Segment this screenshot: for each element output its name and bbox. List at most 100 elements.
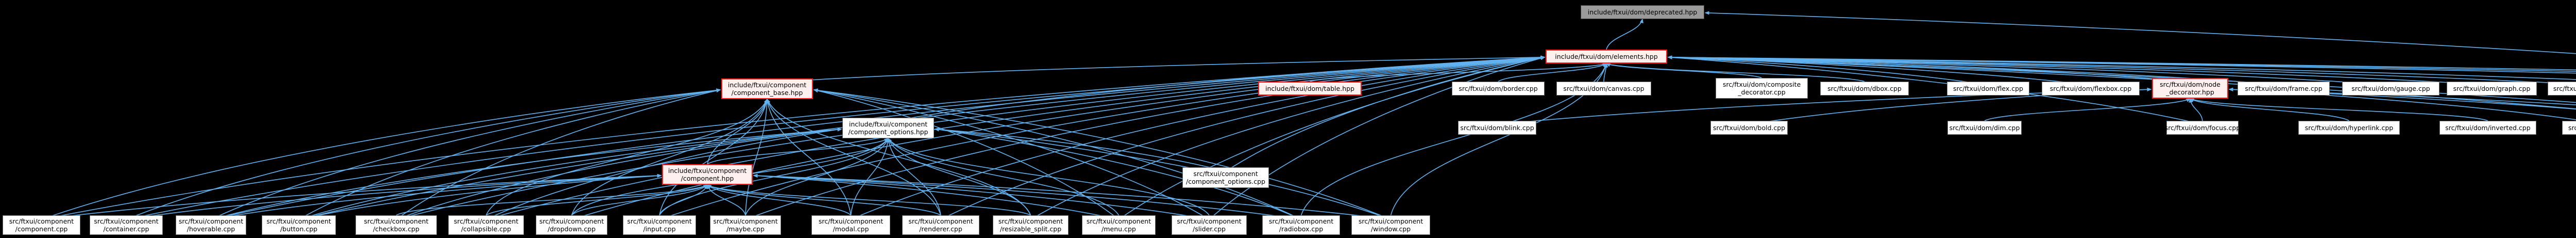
node-label-line: src/ftxui/component [627, 217, 692, 225]
include-edge-component_cpp-to-component_hpp [41, 173, 662, 220]
node-label-line: /component_options.hpp [848, 128, 928, 136]
node-label-line: include/ftxui/dom/table.hpp [1265, 84, 1354, 92]
graph-node-hyperlink-cpp[interactable]: src/ftxui/dom/hyperlink.cpp [2298, 121, 2400, 135]
node-label-line: /component.hpp [681, 174, 734, 182]
graph-node-slider-cpp[interactable]: src/ftxui/component/slider.cpp [1172, 215, 1247, 235]
include-edge-modal_cpp-to-component_base [766, 98, 852, 216]
graph-node-composite-decorator-cpp[interactable]: src/ftxui/dom/composite_decorator.cpp [1716, 78, 1808, 99]
include-edge-input_cpp-to-component_options_hpp [659, 137, 889, 216]
graph-node-maybe-cpp[interactable]: src/ftxui/component/maybe.cpp [710, 215, 781, 235]
graph-node-bold-cpp[interactable]: src/ftxui/dom/bold.cpp [1710, 121, 1788, 135]
node-label-line: /renderer.cpp [919, 225, 962, 233]
node-label-line: _decorator.hpp [2166, 88, 2214, 96]
graph-node-italic-cpp[interactable]: src/ftxui/dom/italic.cpp [2562, 121, 2576, 135]
include-edge-menu_cpp-to-component_hpp [753, 173, 1119, 220]
node-label-line: src/ftxui/component [908, 217, 973, 225]
include-edge-menu_cpp-to-component_base [813, 89, 1119, 220]
node-label-line: src/ftxui/component [1358, 217, 1423, 225]
node-label-line: src/ftxui/component [178, 217, 244, 225]
node-label-line: src/ftxui/component [266, 217, 331, 225]
node-label-line: src/ftxui/component [453, 217, 519, 225]
graph-node-flex-cpp[interactable]: src/ftxui/dom/flex.cpp [1947, 82, 2029, 96]
graph-node-blink-cpp[interactable]: src/ftxui/dom/blink.cpp [1458, 121, 1536, 135]
graph-node-flexbox-cpp[interactable]: src/ftxui/dom/flexbox.cpp [2042, 82, 2140, 96]
include-edge-checkbox_cpp-to-component_hpp [396, 184, 708, 216]
graph-node-checkbox-cpp[interactable]: src/ftxui/component/checkbox.cpp [355, 215, 437, 235]
node-label-line: src/ftxui/component [818, 217, 884, 225]
node-label-line: /checkbox.cpp [372, 225, 420, 233]
node-label-line: src/ftxui/component [9, 217, 74, 225]
include-edge-checkbox_cpp-to-component_base [396, 89, 721, 220]
graph-node-hoverable-cpp[interactable]: src/ftxui/component/hoverable.cpp [176, 215, 246, 235]
include-edge-flex_cpp-to-elements [1667, 55, 1989, 86]
include-edge-collapsible_cpp-to-component_options_hpp [486, 128, 842, 220]
include-edge-input_cpp-to-component_base [659, 98, 769, 216]
graph-node-radiobox-cpp[interactable]: src/ftxui/component/radiobox.cpp [1262, 215, 1340, 235]
graph-node-dbox-cpp[interactable]: src/ftxui/dom/dbox.cpp [1820, 82, 1909, 96]
graph-node-component-cpp[interactable]: src/ftxui/component/component.cpp [3, 215, 80, 235]
include-edge-resizable_split_cpp-to-component_base [767, 98, 1031, 216]
graph-node-canvas-cpp[interactable]: src/ftxui/dom/canvas.cpp [1556, 82, 1651, 96]
graph-node-component-options-hpp[interactable]: include/ftxui/component/component_option… [842, 118, 934, 138]
include-edge-slider_cpp-to-component_hpp [753, 173, 1210, 220]
node-label-line: src/ftxui/dom/graph.cpp [2453, 84, 2531, 92]
graph-node-renderer-cpp[interactable]: src/ftxui/component/renderer.cpp [902, 215, 979, 235]
graph-node-node-decorator-hpp[interactable]: src/ftxui/dom/node_decorator.hpp [2152, 78, 2228, 99]
graph-node-dim-cpp[interactable]: src/ftxui/dom/dim.cpp [1947, 121, 2022, 135]
graph-node-table-hpp[interactable]: include/ftxui/dom/table.hpp [1258, 82, 1362, 96]
graph-node-deprecated[interactable]: include/ftxui/dom/deprecated.hpp [1581, 5, 1704, 19]
include-edge-checkbox_cpp-to-component_options_hpp [396, 128, 842, 220]
node-label-line: src/ftxui/dom/canvas.cpp [1563, 84, 1645, 92]
graph-node-input-cpp[interactable]: src/ftxui/component/input.cpp [623, 215, 696, 235]
graph-node-dropdown-cpp[interactable]: src/ftxui/component/dropdown.cpp [536, 215, 607, 235]
include-edge-hoverable_cpp-to-elements [211, 55, 1546, 220]
include-edge-window_cpp-to-component_hpp [753, 173, 1391, 220]
node-label-line: /collapsible.cpp [461, 225, 512, 233]
graph-node-frame-cpp[interactable]: src/ftxui/dom/frame.cpp [2238, 82, 2330, 96]
graph-node-modal-cpp[interactable]: src/ftxui/component/modal.cpp [811, 215, 890, 235]
include-edge-button_cpp-to-component_hpp [298, 173, 662, 220]
graph-node-container-cpp[interactable]: src/ftxui/component/container.cpp [90, 215, 163, 235]
graph-node-inverted-cpp[interactable]: src/ftxui/dom/inverted.cpp [2439, 121, 2536, 135]
graph-node-component-base[interactable]: include/ftxui/component/component_base.h… [721, 78, 813, 99]
graph-node-graph-cpp[interactable]: src/ftxui/dom/graph.cpp [2447, 82, 2537, 96]
graph-node-border-cpp[interactable]: src/ftxui/dom/border.cpp [1452, 82, 1545, 96]
node-label-line: /resizable_split.cpp [999, 225, 1062, 233]
node-label-line: src/ftxui/component [713, 217, 778, 225]
node-label-line: src/ftxui/component [1086, 217, 1151, 225]
node-label-line: src/ftxui/component [1177, 217, 1242, 225]
graph-node-collapsible-cpp[interactable]: src/ftxui/component/collapsible.cpp [448, 215, 524, 235]
graph-node-button-cpp[interactable]: src/ftxui/component/button.cpp [262, 215, 336, 235]
node-label-line: src/ftxui/component [1193, 169, 1258, 178]
include-edge-radiobox_cpp-to-component_hpp [753, 173, 1301, 220]
graph-node-elements[interactable]: include/ftxui/dom/elements.hpp [1546, 50, 1667, 64]
node-label-line: /hoverable.cpp [187, 225, 235, 233]
graph-node-gridbox-cpp[interactable]: src/ftxui/dom/gridbox.cpp [2548, 82, 2576, 96]
node-label-line: src/ftxui/dom/composite [1722, 80, 1801, 88]
include-edge-input_cpp-to-component_hpp [659, 184, 708, 216]
node-label-line: src/ftxui/dom/flex.cpp [1953, 84, 2023, 92]
include-edge-maybe_cpp-to-component_base [745, 98, 769, 216]
node-label-line: src/ftxui/dom/blink.cpp [1460, 123, 1534, 132]
graph-node-menu-cpp[interactable]: src/ftxui/component/menu.cpp [1082, 215, 1156, 235]
include-edge-hyperlink_cpp-to-node_decorator_hpp [2189, 98, 2349, 121]
include-edge-border_cpp-to-elements [1498, 63, 1607, 82]
graph-node-gauge-cpp[interactable]: src/ftxui/dom/gauge.cpp [2342, 82, 2439, 96]
node-label-line: /input.cpp [643, 225, 676, 233]
node-label-line: src/ftxui/component [94, 217, 159, 225]
node-label-line: src/ftxui/dom/bold.cpp [1713, 123, 1786, 132]
node-label-line: /modal.cpp [833, 225, 869, 233]
graph-node-component-hpp[interactable]: include/ftxui/component/component.hpp [662, 164, 753, 185]
node-label-line: /menu.cpp [1101, 225, 1136, 233]
node-label-line: /component_base.hpp [731, 89, 803, 97]
include-edge-maybe_cpp-to-component_options_hpp [745, 137, 889, 216]
node-label-line: src/ftxui/dom/focus.cpp [2164, 123, 2241, 132]
graph-node-component-options-cpp[interactable]: src/ftxui/component/component_options.cp… [1182, 167, 1269, 188]
graph-node-window-cpp[interactable]: src/ftxui/component/window.cpp [1351, 215, 1430, 235]
node-label-line: /button.cpp [280, 225, 318, 233]
graph-node-resizable-split-cpp[interactable]: src/ftxui/component/resizable_split.cpp [993, 215, 1069, 235]
graph-node-focus-cpp[interactable]: src/ftxui/dom/focus.cpp [2164, 121, 2241, 135]
include-edge-collapsible_cpp-to-elements [486, 55, 1546, 220]
include-edge-checkbox_cpp-to-elements [396, 55, 1546, 220]
include-edge-hoverable_cpp-to-component_hpp [211, 173, 662, 220]
